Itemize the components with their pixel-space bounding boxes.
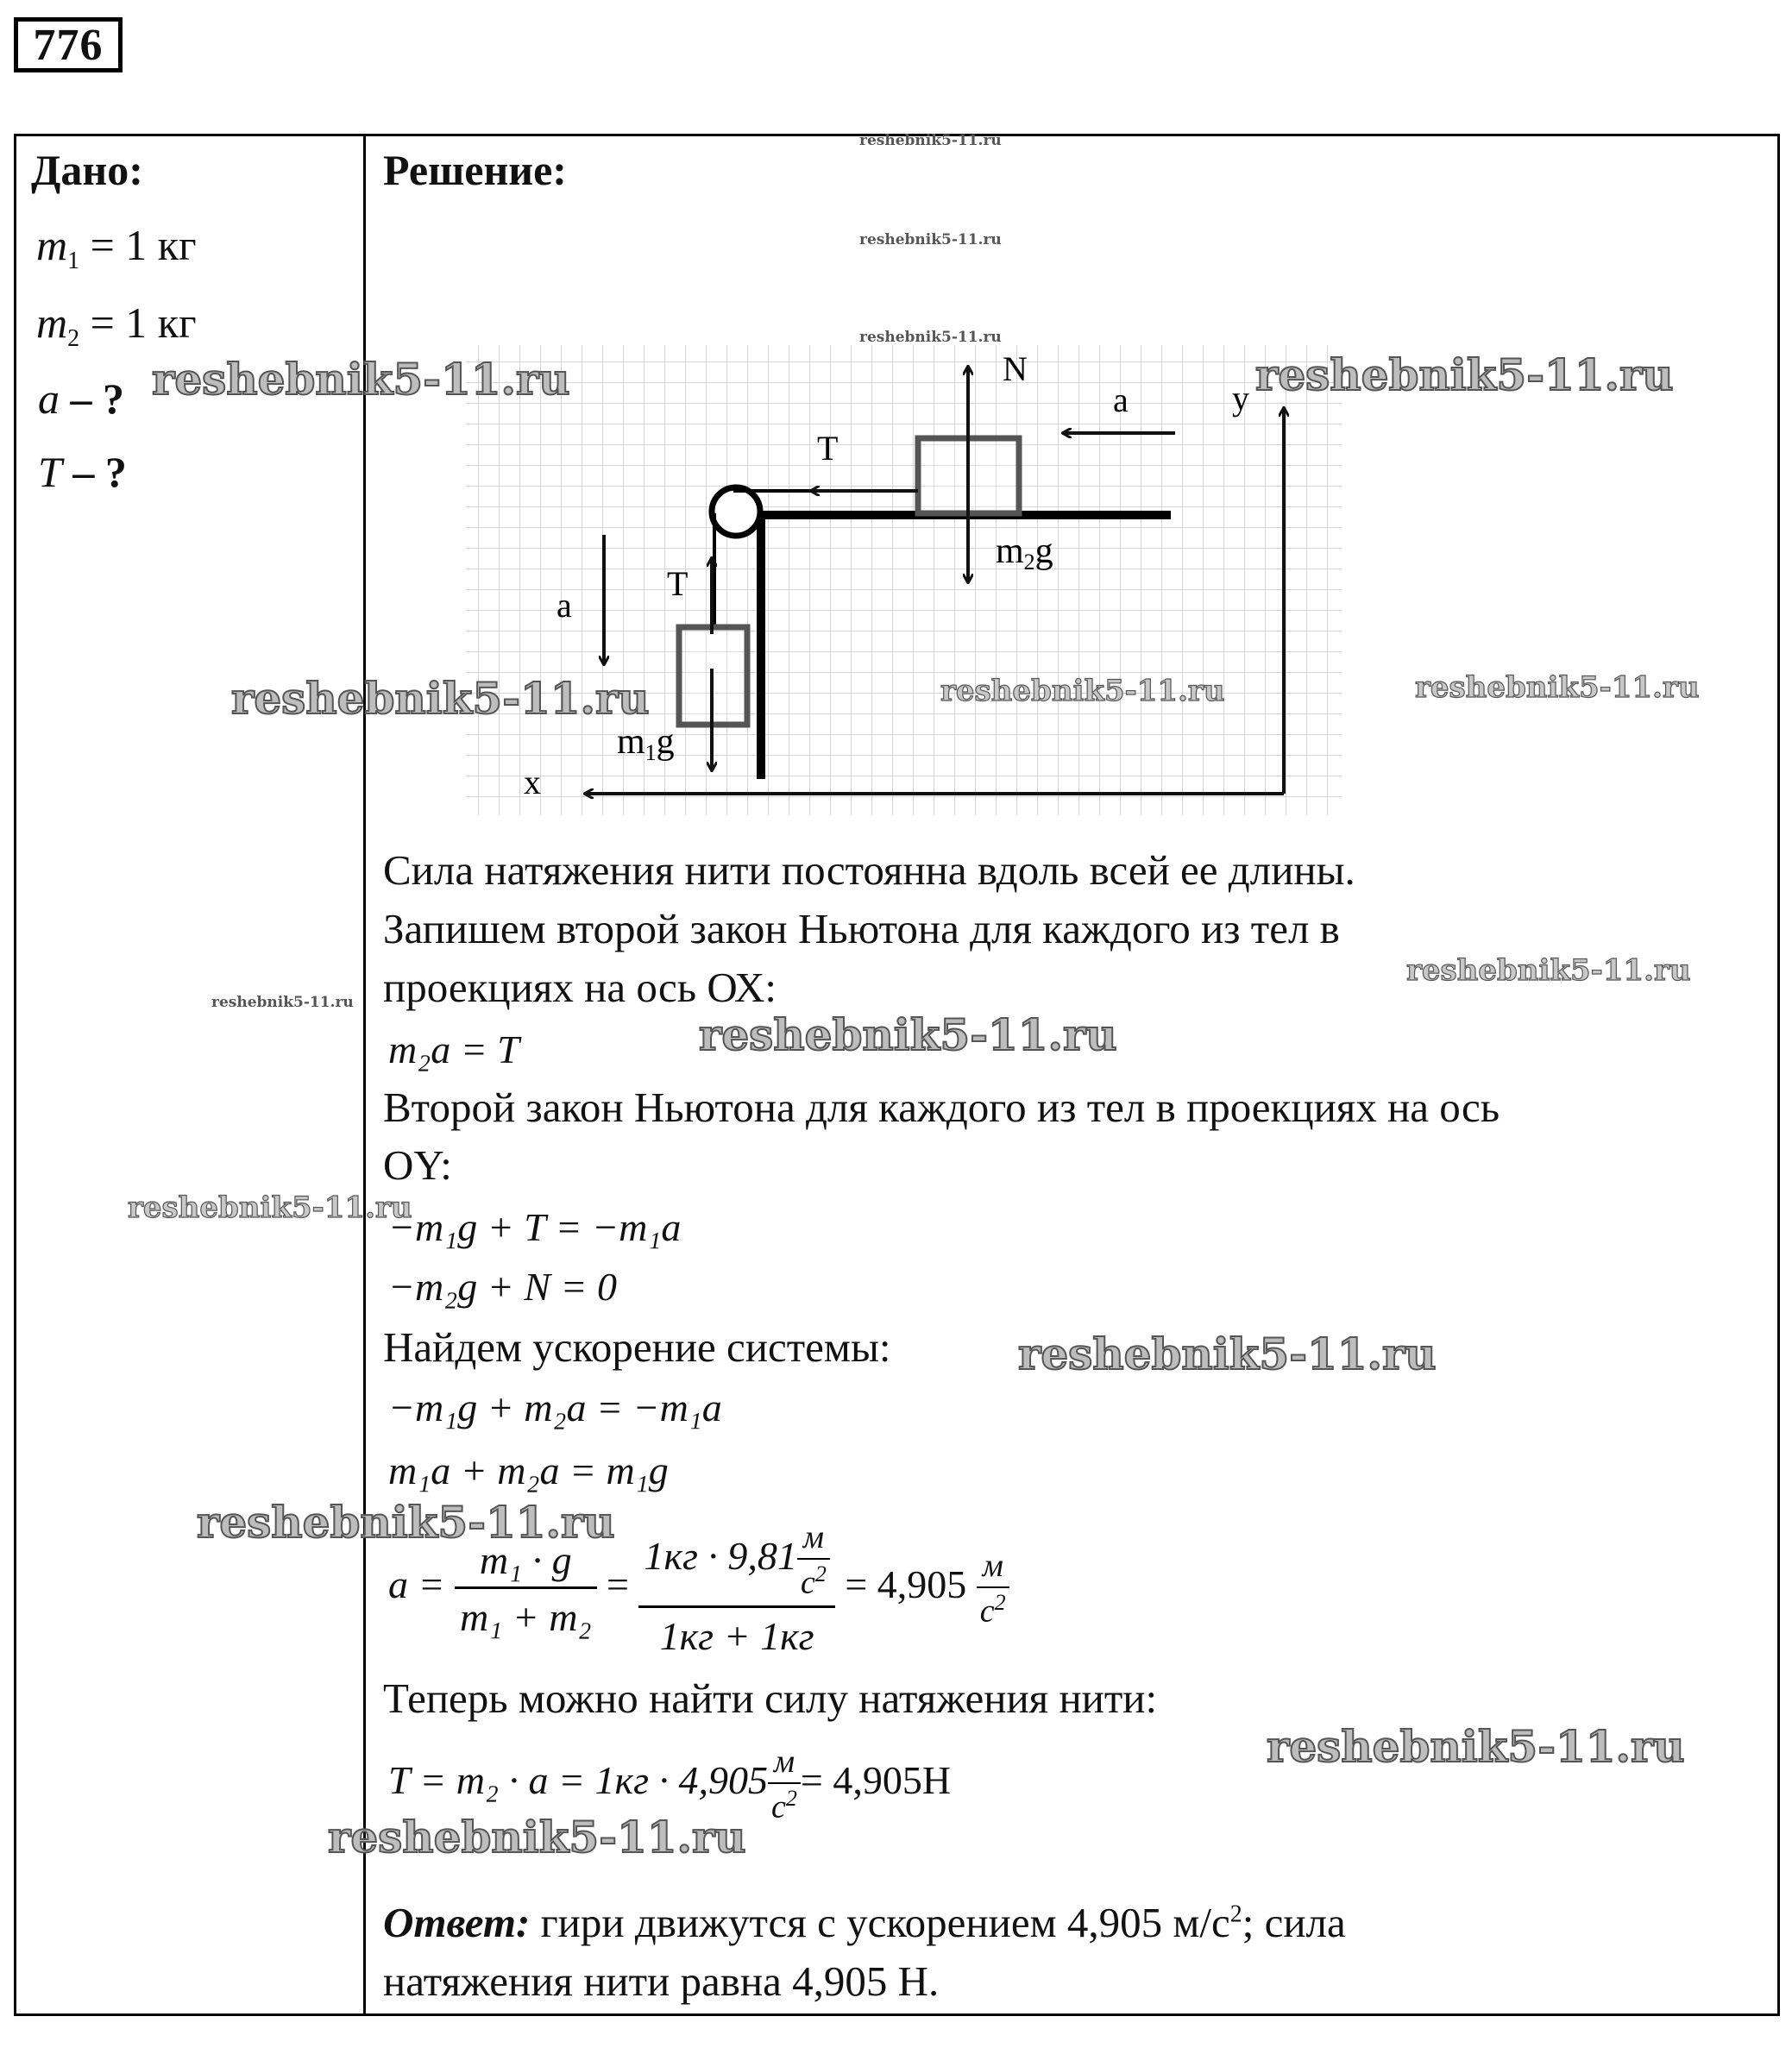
answer-line-1: Ответ: гири движутся с ускорением 4,905 … (383, 1899, 1346, 1946)
equation-oy-2: −m₂g + N = 0 (388, 1265, 618, 1309)
label-x: x (524, 763, 541, 801)
grid-background (466, 345, 1342, 815)
watermark: reshebnik5-11.ru (230, 672, 651, 725)
given-T: T – ? (38, 448, 127, 496)
watermark: reshebnik5-11.ru (859, 132, 1002, 149)
label-m2g: m2g (996, 531, 1053, 575)
watermark: reshebnik5-11.ru (1405, 952, 1691, 988)
equation-ox: m₂a = T (388, 1027, 519, 1071)
text-line-4: Второй закон Ньютона для каждого из тел … (383, 1084, 1500, 1131)
text-line-7: Теперь можно найти силу натяжения нити: (383, 1674, 1158, 1722)
text-line-1: Сила натяжения нити постоянна вдоль всей… (383, 846, 1355, 894)
pulley (708, 484, 764, 539)
label-a-top: a (1113, 380, 1129, 419)
given-header: Дано: (31, 146, 143, 194)
problem-number: 776 (14, 17, 123, 72)
watermark: reshebnik5-11.ru (859, 231, 1002, 248)
watermark: reshebnik5-11.ru (698, 1008, 1118, 1061)
solution-header: Решение: (383, 146, 567, 194)
watermark: reshebnik5-11.ru (940, 673, 1225, 708)
force-diagram: N a y T m2g a T m1g x (466, 345, 1342, 815)
solution-table (14, 134, 1780, 2016)
answer-line-2: натяжения нити равна 4,905 Н. (383, 1957, 940, 2005)
text-line-3: проекциях на ось ОХ: (383, 964, 777, 1011)
watermark: reshebnik5-11.ru (327, 1811, 747, 1863)
text-line-6: Найдем ускорение системы: (383, 1323, 891, 1371)
label-a-left: a (556, 586, 572, 625)
label-m1g: m1g (617, 722, 675, 765)
given-a: a – ? (38, 374, 124, 423)
watermark: reshebnik5-11.ru (1266, 1720, 1686, 1773)
equation-system-1: −m₁g + m₂a = −m₁a (388, 1385, 722, 1429)
given-m2: m2 = 1 кг (36, 298, 197, 352)
watermark: reshebnik5-11.ru (151, 353, 571, 405)
column-divider (363, 134, 366, 2016)
label-T-top: T (817, 429, 838, 468)
text-line-5: OY: (383, 1141, 452, 1189)
label-T-left: T (667, 564, 688, 603)
equation-system-2: m₁a + m₂a = m₁g (388, 1448, 669, 1492)
watermark: reshebnik5-11.ru (1254, 349, 1675, 401)
watermark: reshebnik5-11.ru (196, 1496, 616, 1549)
watermark: reshebnik5-11.ru (127, 1190, 412, 1225)
watermark: reshebnik5-11.ru (859, 329, 1002, 346)
text-line-2: Запишем второй закон Ньютона для каждого… (383, 905, 1340, 952)
label-y: y (1232, 379, 1249, 418)
watermark: reshebnik5-11.ru (211, 994, 354, 1011)
watermark: reshebnik5-11.ru (1017, 1328, 1437, 1380)
watermark: reshebnik5-11.ru (1414, 669, 1700, 705)
label-N: N (1003, 349, 1028, 388)
equation-oy-1: −m₁g + T = −m₁a (388, 1205, 682, 1249)
given-m1: m1 = 1 кг (36, 221, 197, 274)
